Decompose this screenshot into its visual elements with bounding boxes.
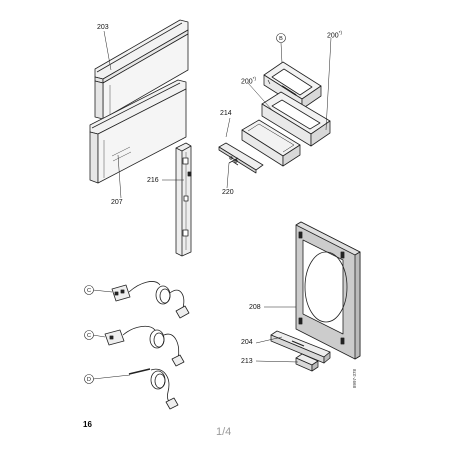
circle-marker-c-lower (84, 330, 94, 340)
circle-marker-c-upper (84, 285, 94, 295)
label-part-204: 204 (241, 339, 253, 346)
label-part-208: 208 (249, 304, 261, 311)
label-part-200-top: 200*) (327, 30, 342, 40)
cable-assembly-c-lower (104, 325, 185, 367)
label-part-200-mid: 200*) (241, 76, 256, 86)
page-indicator: 1/4 (216, 426, 232, 438)
circle-letter-c-lower: C (87, 333, 91, 339)
part-213-clip (295, 353, 319, 372)
leader-b (280, 42, 283, 64)
side-reference-code: 8997-378 (352, 368, 357, 388)
label-part-213: 213 (241, 358, 253, 365)
label-part-216: 216 (147, 177, 159, 184)
label-part-203: 203 (97, 24, 109, 31)
circle-letter-d: D (87, 377, 91, 383)
part-204-bar (270, 330, 331, 364)
part-214-tray (241, 119, 301, 167)
part-220-bracket (218, 142, 264, 174)
part-216-rail (175, 142, 192, 257)
circle-letter-b: B (279, 36, 283, 42)
cable-assembly-c-upper (111, 281, 190, 319)
circle-marker-d (84, 374, 94, 384)
part-208-frame (295, 221, 361, 360)
circle-marker-b (276, 33, 286, 43)
part-200-tray-lower (261, 91, 331, 147)
part-203-panel (94, 19, 189, 120)
label-part-207: 207 (111, 199, 123, 206)
footnote-mark-200-mid: *) (252, 76, 256, 81)
cable-assembly-d (128, 368, 179, 410)
part-200-box-upper (263, 61, 322, 110)
part-207-panel (89, 79, 187, 184)
page-number: 16 (83, 420, 92, 429)
label-part-214: 214 (220, 110, 232, 117)
footnote-mark-200-top: *) (338, 30, 342, 35)
circle-letter-c-upper: C (87, 288, 91, 294)
leader-lines (92, 30, 332, 380)
label-part-220: 220 (222, 189, 234, 196)
